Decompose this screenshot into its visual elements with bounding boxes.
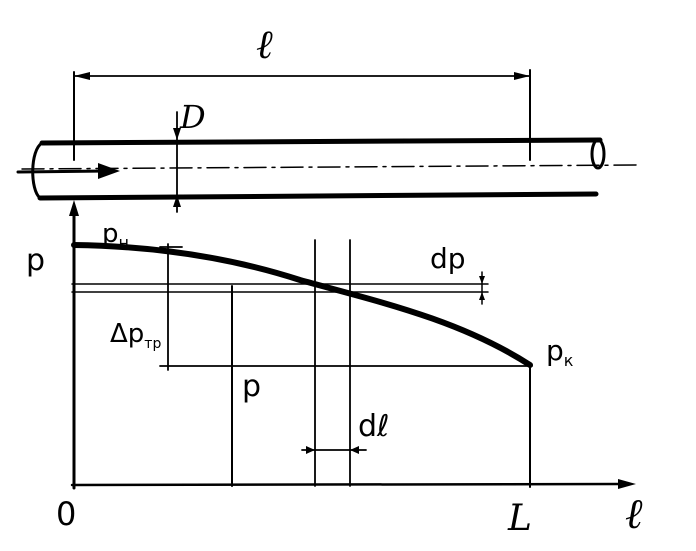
p-start-label: pн [102, 219, 129, 252]
p-section-label: p [242, 369, 261, 404]
p-start-sub: н [119, 233, 129, 252]
dp-arrow-bottom [479, 292, 485, 300]
pipe-top-wall [39, 137, 603, 146]
diameter-dimension: D [173, 98, 206, 213]
delta-p-dimension: Δpтр [110, 243, 533, 371]
dl-arrow-left [306, 446, 315, 454]
flow-arrow-head [98, 163, 120, 179]
p-end-base: p [546, 334, 564, 367]
pipe-right-end [590, 138, 606, 170]
dl-element: dℓ [301, 239, 389, 487]
pipe-left-end [31, 141, 44, 200]
flow-arrow-shaft [16, 169, 110, 174]
p-section: p [231, 285, 261, 487]
pipe-bottom-wall [37, 191, 599, 201]
dimension-arrow-left [74, 72, 90, 80]
delta-p-sub: тр [144, 336, 161, 352]
dl-arrow-right [350, 446, 359, 454]
pressure-curve [71, 242, 533, 368]
delta-p-label: Δpтр [110, 319, 161, 352]
p-end-sub: к [564, 351, 574, 370]
pressure-axis-label: p [26, 243, 45, 278]
pipe-centerline [21, 164, 641, 170]
p-start-base: p [102, 219, 119, 249]
origin-label: 0 [56, 495, 76, 533]
dimension-arrow-right [514, 72, 530, 80]
pressure-axis-arrow [69, 200, 79, 216]
length-end-label: L [507, 498, 532, 539]
length-axis [70, 482, 624, 487]
delta-p-base: Δp [110, 319, 144, 349]
diameter-label: D [179, 98, 206, 136]
diameter-arrow-top [173, 128, 181, 140]
pipe [16, 137, 641, 201]
length-dimension: ℓ [73, 22, 531, 161]
p-end-label: pк [546, 334, 574, 370]
dp-label: dp [430, 242, 466, 275]
dl-label: dℓ [358, 409, 389, 444]
dp-dimension: dp [71, 242, 489, 305]
dp-arrow-top [479, 276, 485, 284]
length-label-top: ℓ [256, 22, 273, 68]
length-axis-label: ℓ [625, 489, 643, 538]
diameter-arrow-bottom [173, 195, 181, 207]
length-axis-arrow [618, 479, 636, 489]
